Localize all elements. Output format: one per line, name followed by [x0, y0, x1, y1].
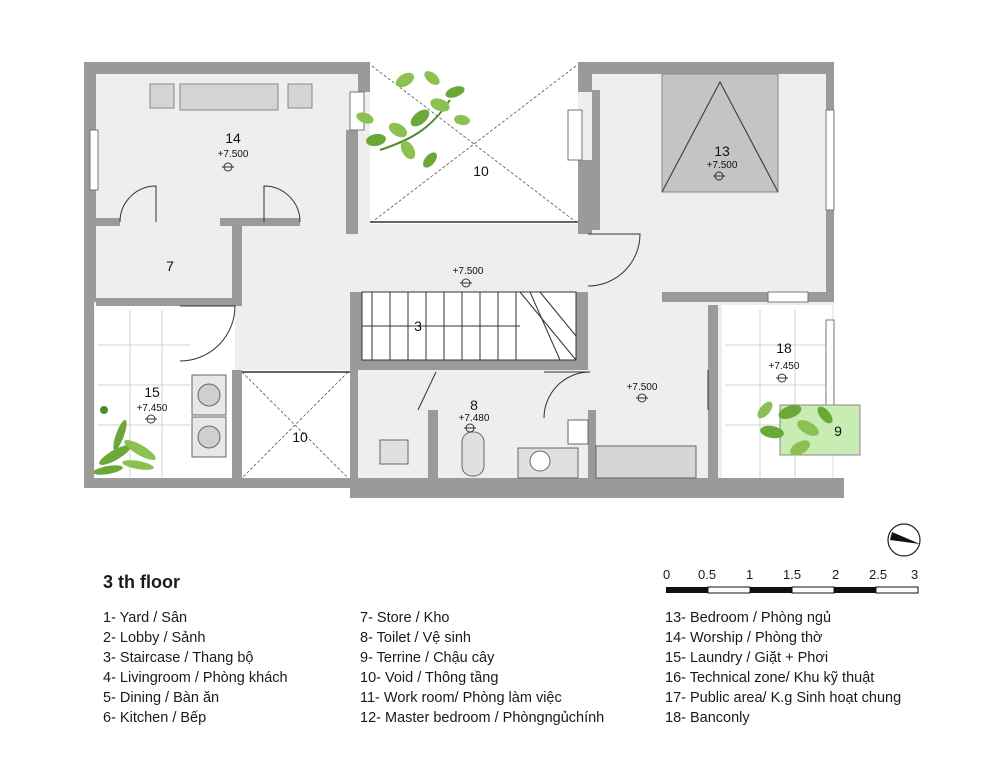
scale-tick-3: 1.5	[783, 567, 802, 582]
void-edges	[240, 221, 578, 373]
legend-item: 3- Staircase / Thang bộ	[103, 650, 254, 666]
terrine-planter	[757, 401, 861, 456]
toilet-fixtures	[379, 419, 697, 479]
scale-tick-6: 3	[911, 567, 919, 582]
level-markers	[145, 162, 788, 433]
bed	[661, 73, 779, 193]
altar-furniture	[149, 83, 313, 111]
scale-bar-segments	[666, 586, 919, 594]
legend-item: 5- Dining / Bàn ăn	[103, 690, 220, 706]
staircase	[361, 291, 577, 361]
room-14-level: +7.500	[218, 149, 249, 160]
scale-tick-4: 2	[832, 567, 840, 582]
doors	[119, 185, 709, 419]
legend-item: 7- Store / Kho	[360, 610, 450, 626]
washing-machines	[191, 374, 227, 458]
void-10-lower-label: 10	[292, 429, 308, 445]
legend-item: 8- Toilet / Vệ sinh	[360, 630, 471, 646]
legend-item: 9- Terrine / Chậu cây	[360, 650, 495, 666]
hall-level: +7.500	[627, 382, 658, 393]
room-13-label: 13	[714, 143, 730, 159]
lobby-level: +7.500	[453, 266, 484, 277]
void-areas	[241, 65, 577, 479]
room-8-label: 8	[470, 397, 478, 413]
windows	[89, 91, 835, 451]
north-arrow-icon	[887, 523, 921, 557]
scale-tick-5: 2.5	[869, 567, 888, 582]
room-18-label: 18	[776, 340, 792, 356]
room-13-level: +7.500	[707, 160, 738, 171]
scale-tick-0: 0	[663, 567, 671, 582]
room-14-label: 14	[225, 130, 241, 146]
legend-item: 2- Lobby / Sảnh	[103, 630, 206, 646]
legend-item: 6- Kitchen / Bếp	[103, 710, 207, 726]
legend-column-3: 13- Bedroom / Phòng ngủ 14- Worship / Ph…	[665, 608, 901, 728]
room-3-label: 3	[414, 318, 422, 334]
legend-item: 11- Work room/ Phòng làm việc	[360, 690, 562, 706]
room-7-label: 7	[166, 258, 174, 274]
legend-item: 14- Worship / Phòng thờ	[665, 630, 823, 646]
legend-item: 10- Void / Thông tầng	[360, 670, 499, 686]
legend-item: 12- Master bedroom / Phòngngủchính	[360, 710, 605, 726]
scale-tick-1: 0.5	[698, 567, 717, 582]
legend-column-2: 7- Store / Kho 8- Toilet / Vệ sinh 9- Te…	[360, 608, 604, 728]
laundry-tiles	[98, 310, 190, 478]
floor-plan: 14 +7.500 13 +7.500 10 7 +7.500 3 15 +7.…	[84, 62, 921, 557]
room-8-level: +7.480	[459, 413, 490, 424]
plant-laundry	[93, 406, 156, 475]
room-15-label: 15	[144, 384, 160, 400]
legend-item: 16- Technical zone/ Khu kỹ thuật	[665, 670, 875, 686]
legend-item: 4- Livingroom / Phòng khách	[103, 670, 288, 686]
void-10-upper-label: 10	[473, 163, 489, 179]
floor-title: 3 th floor	[103, 572, 180, 592]
legend-item: 1- Yard / Sân	[103, 610, 188, 626]
room-9-label: 9	[834, 423, 842, 439]
plant-void	[356, 71, 470, 168]
room-15-level: +7.450	[137, 403, 168, 414]
legend-item: 13- Bedroom / Phòng ngủ	[665, 610, 832, 626]
legend-item: 15- Laundry / Giặt + Phơi	[665, 650, 829, 666]
scale-tick-2: 1	[746, 567, 754, 582]
walls	[84, 62, 844, 498]
room-18-level: +7.450	[769, 361, 800, 372]
legend-item: 18- Banconly	[665, 710, 750, 726]
legend-column-1: 1- Yard / Sân 2- Lobby / Sảnh 3- Stairca…	[103, 608, 288, 728]
legend-item: 17- Public area/ K.g Sinh hoạt chung	[665, 690, 902, 706]
